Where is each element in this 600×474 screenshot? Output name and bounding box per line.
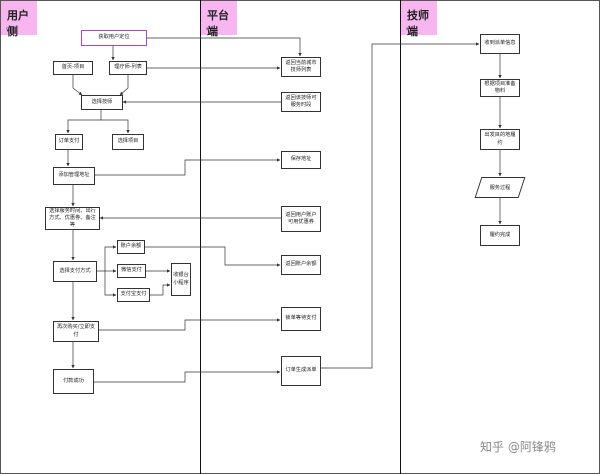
cashier-node: 收银台小程序 [171,263,191,296]
pay-success-label: 付款成功 [63,377,84,384]
order-pay-label: 订单支付 [58,138,80,145]
watermark: 知乎 @阿锋鸦 [480,440,556,454]
edge-address-to-save [95,158,281,176]
edge-select-tech-to-project [101,119,130,134]
select-project-node: 选择项目 [112,134,144,150]
return-coupons-node: 返回用户账户可用优惠券 [281,206,321,232]
select-payment-node: 选择支付方式 [53,261,97,282]
get-location-node: 获取用户定位 [81,30,147,46]
service-process-label: 服务过程 [489,185,511,191]
alipay-label: 支付宝支付 [120,291,147,298]
rebuy-node: 再次购买/立即支付 [53,321,99,342]
pay-success-node: 付款成功 [53,369,94,394]
return-balance-label: 返回账户余额 [285,261,317,268]
tech-list-node: 理疗师-列表 [109,61,147,75]
alipay-node: 支付宝支付 [117,288,150,302]
return-balance-node: 返回账户余额 [281,255,321,275]
lane-header-platform: 平台端 。 [201,1,237,38]
wechat-pay-label: 微信支付 [121,267,142,274]
edge-select-tech-to-order [66,110,102,134]
lane-header-dot: 。 [6,23,13,31]
lock-order-node: 锁单等待支付 [281,307,321,331]
select-service-node: 选择服务时间、出行方式、优惠券、备注等 [45,207,100,230]
lane-header-dot: 。 [406,23,413,31]
lane-header-user: 用户侧 。 [1,1,37,38]
select-payment-label: 选择支付方式 [59,267,91,274]
home-project-node: 首页-项目 [53,61,93,75]
prepare-materials-label: 根据项目准备物料 [484,80,516,94]
select-service-label: 选择服务时间、出行方式、优惠券、备注等 [49,207,96,229]
prepare-materials-node: 根据项目准备物料 [480,79,520,97]
lane-title-platform: 平台端 [207,9,229,38]
edge-alipay-to-cashier [150,283,171,296]
service-process-node: 服务过程 [474,177,526,198]
return-city-techs-node: 返回当前城市技师列表 [281,57,321,77]
lane-header-technician: 技师端 。 [401,1,437,38]
add-address-label: 添加管理地址 [58,172,90,179]
tech-list-label: 理疗师-列表 [114,64,142,71]
fulfilled-node: 履约完成 [480,225,520,246]
home-project-label: 首页-项目 [61,64,85,71]
order-dispatch-label: 订单生成派单 [285,367,317,374]
save-address-label: 保存地址 [290,156,312,163]
fulfilled-label: 履约完成 [489,231,511,238]
account-balance-label: 账户余额 [120,243,142,250]
add-address-node: 添加管理地址 [53,167,95,185]
account-balance-node: 账户余额 [117,240,145,254]
lane-header-dot: 。 [206,23,213,31]
select-project-label: 选择项目 [117,138,139,145]
save-address-node: 保存地址 [281,151,321,169]
order-dispatch-node: 订单生成派单 [281,356,321,386]
lane-title-technician: 技师端 [407,9,429,38]
edge-success-to-dispatch [94,370,281,383]
receive-order-node: 收到派单信息 [480,34,520,54]
edge-balance-to-platform [145,246,281,267]
edge-payment-to-alipay [104,271,117,297]
select-tech-node: 选择技师 [81,95,123,110]
edge-payment-to-balance [97,245,117,272]
lane-divider-platform-tech [400,0,401,474]
edge-location-to-city-techs [147,37,302,57]
lock-order-label: 锁单等待支付 [285,315,317,322]
return-coupons-label: 返回用户账户可用优惠券 [285,211,317,225]
receive-order-label: 收到派单信息 [484,40,516,47]
arrive-label: 出发目的地履约 [484,132,516,146]
edge-dispatch-to-receive [320,42,480,369]
select-tech-label: 选择技师 [91,98,113,105]
return-tech-slots-node: 返回该技师可服务时段 [281,92,321,112]
get-location-label: 获取用户定位 [98,34,130,41]
edge-list-to-select-tech [119,75,129,96]
wechat-pay-node: 微信支付 [117,264,146,278]
arrive-node: 出发目的地履约 [480,129,520,150]
return-city-techs-label: 返回当前城市技师列表 [285,59,317,73]
rebuy-label: 再次购买/立即支付 [56,324,96,338]
lane-title-user: 用户侧 [7,9,29,38]
edge-rebuy-to-lock [99,318,281,331]
edge-home-to-select-tech [72,75,83,96]
cashier-label: 收银台小程序 [173,272,189,286]
return-tech-slots-label: 返回该技师可服务时段 [285,94,317,108]
lane-divider-user-platform [200,0,201,474]
order-pay-node: 订单支付 [55,134,83,150]
